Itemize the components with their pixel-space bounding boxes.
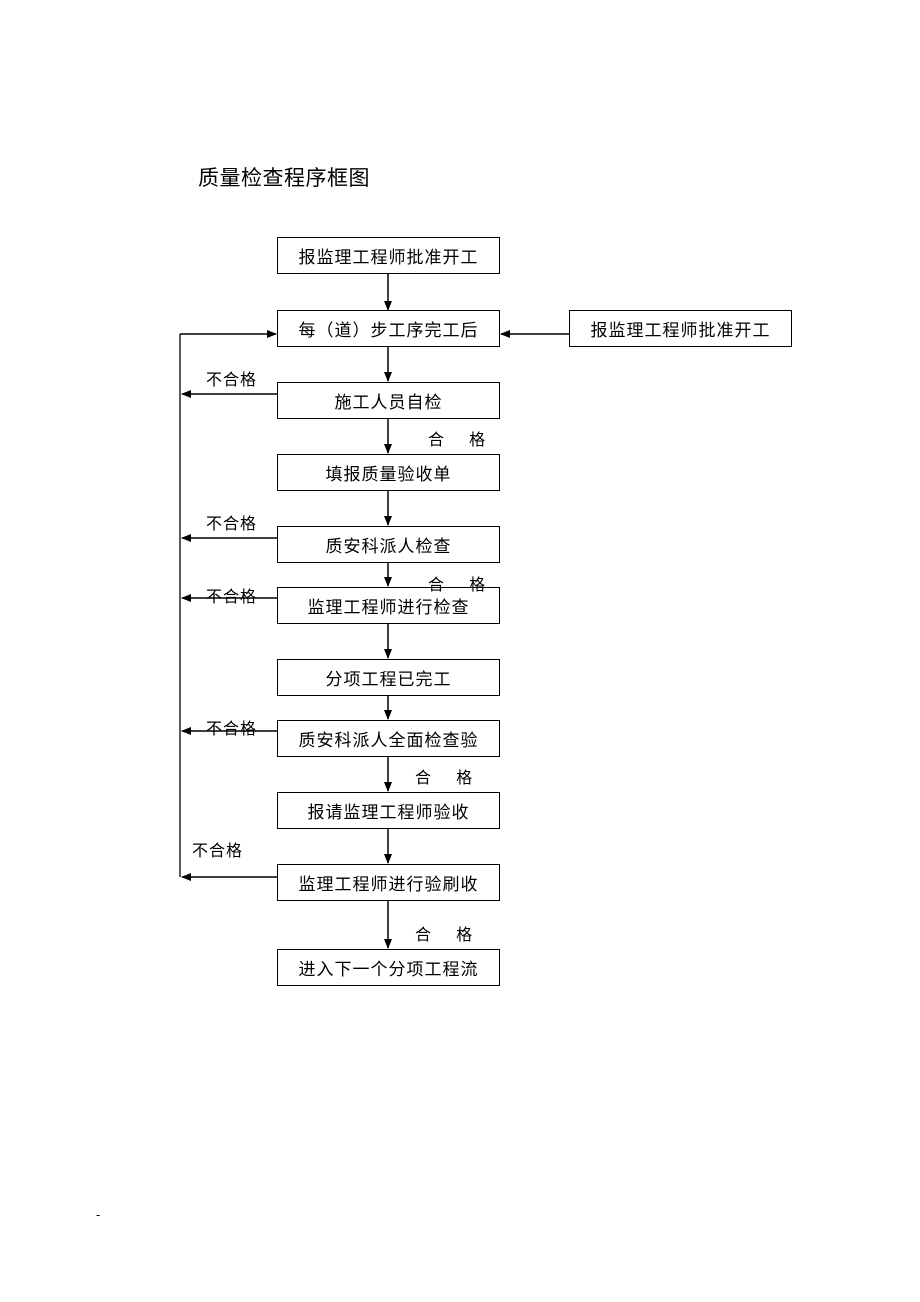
step-box-2: 每（道）步工序完工后	[277, 310, 500, 347]
step-box-1: 报监理工程师批准开工	[277, 237, 500, 274]
pass-label: 合 格	[428, 430, 496, 449]
step-box-4: 填报质量验收单	[277, 454, 500, 491]
step-box-8: 质安科派人全面检查验	[277, 720, 500, 757]
pass-label: 合 格	[415, 925, 483, 944]
fail-label: 不合格	[206, 370, 258, 389]
footer-mark: -	[96, 1208, 101, 1222]
side-box: 报监理工程师批准开工	[569, 310, 792, 347]
step-box-10: 监理工程师进行验刷收	[277, 864, 500, 901]
step-box-11: 进入下一个分项工程流	[277, 949, 500, 986]
pass-label: 合 格	[428, 575, 496, 594]
pass-label: 合 格	[415, 768, 483, 787]
fail-label: 不合格	[206, 719, 258, 738]
step-box-5: 质安科派人检查	[277, 526, 500, 563]
step-box-9: 报请监理工程师验收	[277, 792, 500, 829]
step-box-3: 施工人员自检	[277, 382, 500, 419]
step-box-7: 分项工程已完工	[277, 659, 500, 696]
step-box-6: 监理工程师进行检查	[277, 587, 500, 624]
page-title: 质量检查程序框图	[198, 166, 370, 190]
fail-label: 不合格	[206, 514, 258, 533]
fail-label: 不合格	[192, 841, 244, 860]
fail-label: 不合格	[206, 587, 258, 606]
